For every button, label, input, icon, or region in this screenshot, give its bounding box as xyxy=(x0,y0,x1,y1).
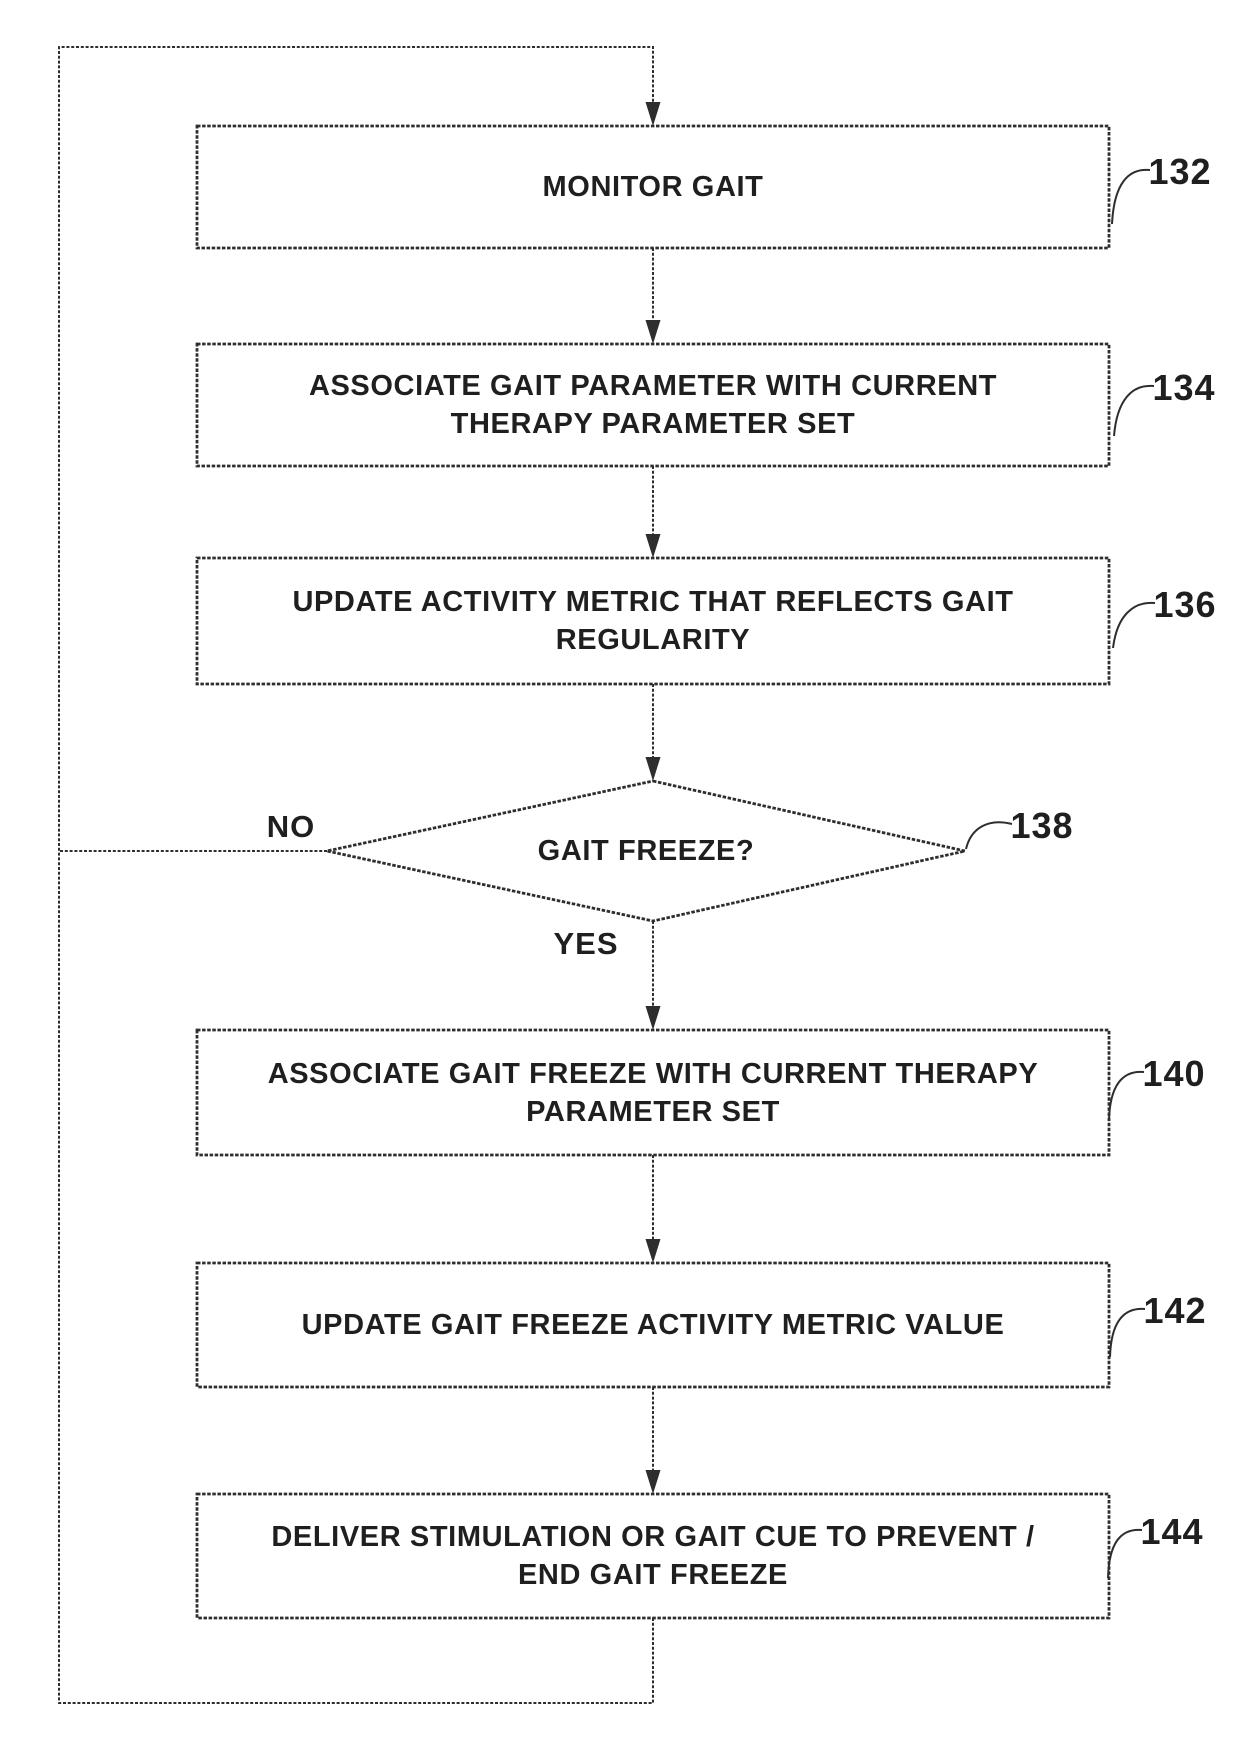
process-box-rect-144 xyxy=(195,1492,1111,1620)
ref-leader-134 xyxy=(1113,384,1155,437)
arrowhead-into-134 xyxy=(645,320,661,344)
arrowhead-into-132 xyxy=(645,102,661,126)
arrowhead-into-142 xyxy=(645,1239,661,1263)
ref-leader-140 xyxy=(1108,1070,1145,1121)
ref-leader-142 xyxy=(1109,1307,1146,1358)
arrowhead-into-140 xyxy=(645,1006,661,1030)
ref-leader-132 xyxy=(1111,168,1151,225)
arrowhead-into-136 xyxy=(645,534,661,558)
ref-leader-138 xyxy=(965,821,1013,850)
process-box-rect-140 xyxy=(195,1028,1111,1157)
ref-leader-136 xyxy=(1112,601,1156,649)
process-box-rect-134 xyxy=(195,342,1111,468)
arrowhead-into-138 xyxy=(645,757,661,781)
arrowhead-into-144 xyxy=(645,1470,661,1494)
process-box-rect-136 xyxy=(195,556,1111,686)
ref-leader-144 xyxy=(1107,1528,1143,1579)
process-box-rect-142 xyxy=(195,1261,1111,1389)
decision-diamond-138 xyxy=(326,779,966,923)
process-box-rect-132 xyxy=(195,124,1111,250)
